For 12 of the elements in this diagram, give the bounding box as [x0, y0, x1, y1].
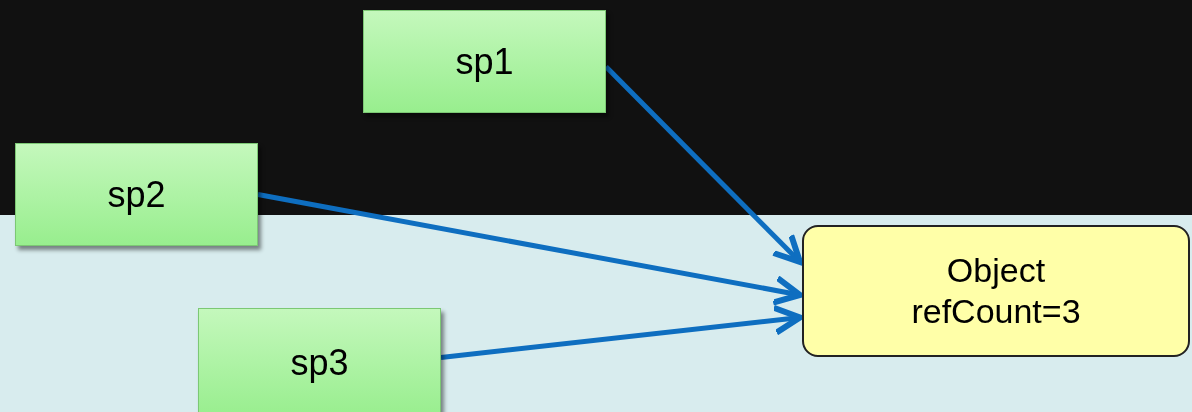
node-label: sp2	[107, 173, 166, 216]
pointer-box	[15, 143, 258, 246]
arrow	[440, 304, 803, 360]
pointer-box	[363, 10, 606, 113]
object-box	[802, 225, 1190, 357]
node-label: Object	[946, 250, 1046, 291]
node-label: sp1	[455, 40, 514, 83]
node-label: refCount=3	[911, 291, 1081, 332]
arrow	[257, 192, 803, 306]
arrow	[604, 64, 803, 265]
pointer-box	[198, 308, 441, 412]
node-label: sp3	[290, 342, 349, 384]
